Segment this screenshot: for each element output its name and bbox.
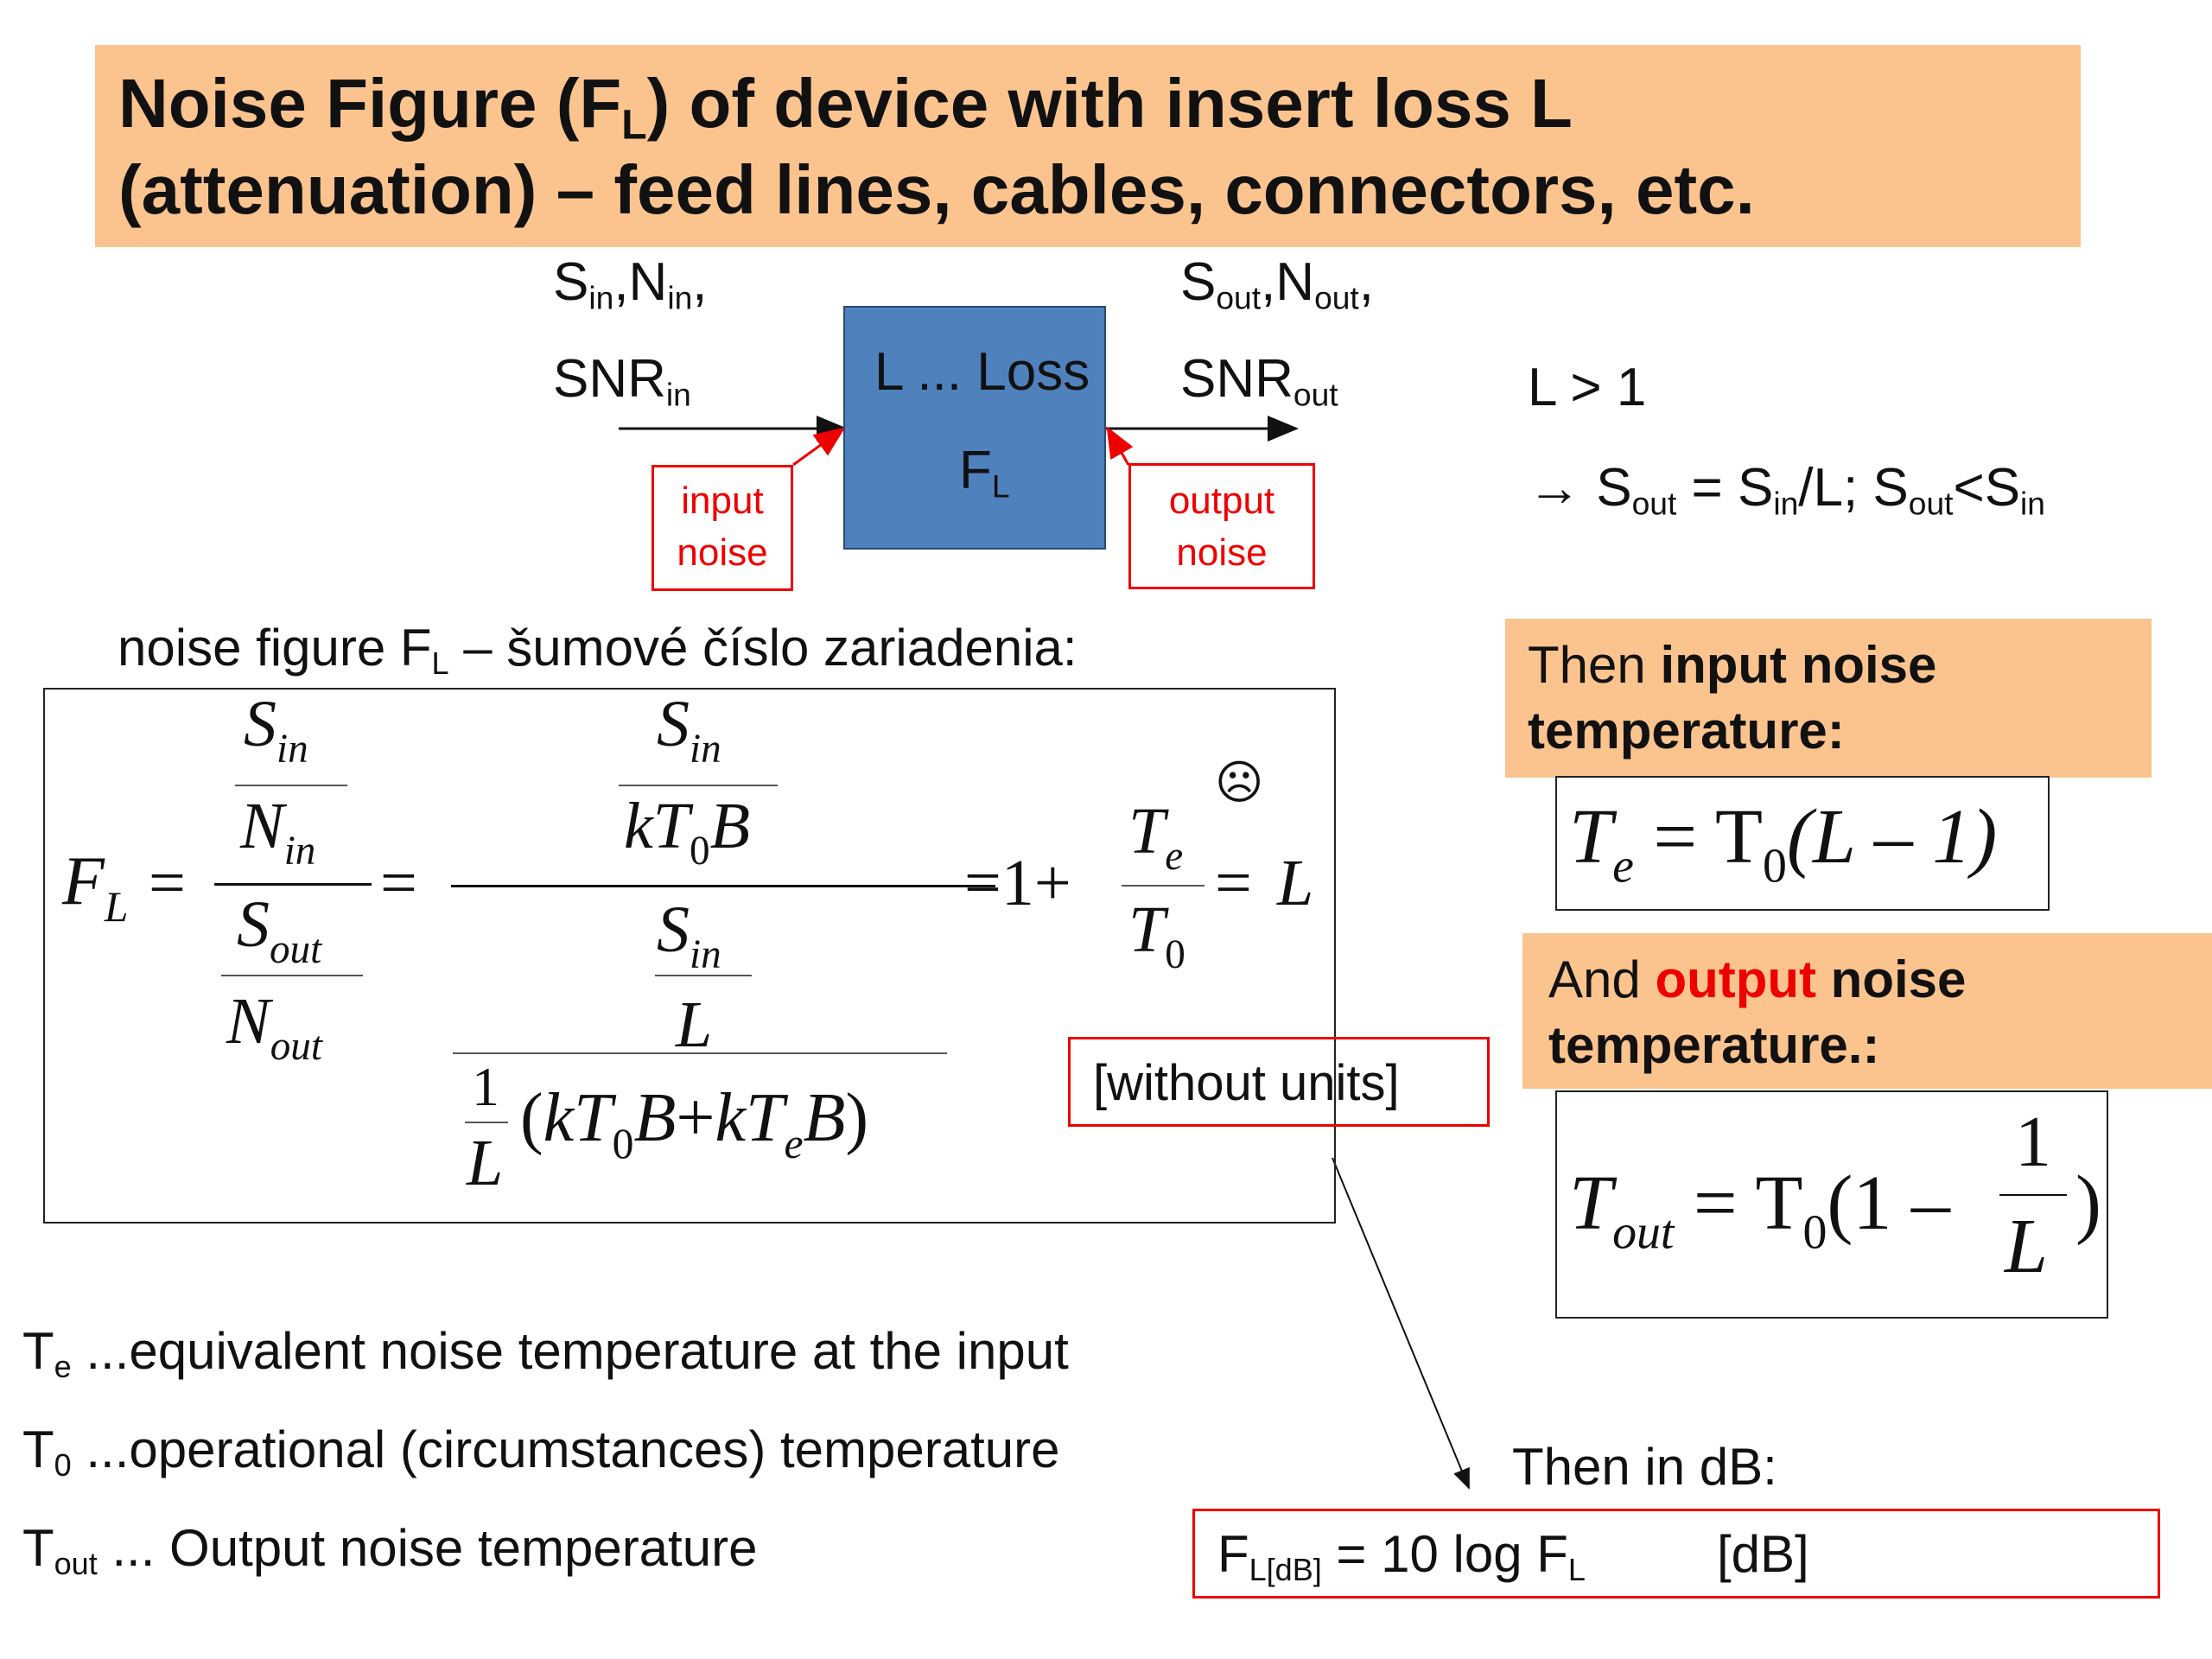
loss-block-f: FL [959,441,1010,505]
output-noise-arrow [1106,426,1134,466]
formula-l: L [1277,847,1314,919]
without-units-box: [without units] [1068,1037,1490,1127]
output-temp-formula: Tout = T0(1 – [1569,1160,1950,1260]
loss-block-label: L ... Loss [874,342,1090,402]
title-line-1: Noise Figure (FL) of device with insert … [118,65,1573,149]
frac2-s-in: Sin [657,688,721,772]
title-banner: Noise Figure (FL) of device with insert … [95,45,2081,247]
output-signal-label: Sout,Nout, [1180,252,1374,316]
db-heading: Then in dB: [1512,1438,1777,1496]
frac2-l: L [676,988,713,1061]
formula-eq-1: = [149,847,186,919]
title-line-2: (attenuation) – feed lines, cables, conn… [118,151,1755,228]
frac1-n-in: Nin [240,790,316,874]
noise-figure-label: noise figure FL – šumové číslo zariadeni… [118,619,1077,682]
frac1-s-out: Sout [237,888,322,972]
formula-eq-2: = [380,847,417,919]
input-temp-formula: Te = T0(L – 1) [1569,794,1998,893]
condition-l-gt-1: L > 1 [1528,358,1647,417]
legend-t0: T0 ...operational (circumstances) temper… [22,1421,1060,1484]
condition-sout: → Sout = Sin/L; Sout<Sin [1528,458,2045,522]
db-formula-box: FL[dB] = 10 log FL [dB] [1192,1509,2160,1599]
frac2-s-in-2: Sin [657,893,721,977]
formula-fl: FL [62,843,129,931]
frac2-kt0b: kT0B [624,790,750,874]
output-temp-formula-box: Tout = T0(1 – 1 L ) [1555,1090,2108,1319]
input-signal-label: Sin,Nin, [553,252,708,316]
output-noise-box: output noise [1128,463,1315,589]
frown-icon: ☹ [1215,755,1264,810]
output-temp-one: 1 [2015,1102,2051,1182]
frac2-one: 1 [472,1056,499,1117]
output-temp-l: L [2005,1204,2049,1289]
input-temp-banner: Then input noise temperature: [1505,619,2152,778]
frac2-sum: (kT0B+kTeB) [520,1080,868,1167]
input-noise-arrow [792,427,846,467]
frac1-s-in: Sin [244,688,308,772]
formula-box: FL = Sin Nin Sout Nout = Sin kT0B Sin L … [43,688,1336,1224]
output-temp-banner: And output noise temperature.: [1522,933,2212,1089]
formula-tail: =1+ [964,847,1071,919]
frac2-l-2: L [467,1127,504,1199]
frac1-n-out: Nout [226,985,322,1069]
db-pointer-arrow [1332,1157,1470,1490]
formula-eq-3: = [1215,847,1252,919]
legend-te: Te ...equivalent noise temperature at th… [22,1322,1069,1385]
input-noise-box: input noise [652,465,793,591]
legend-tout: Tout ... Output noise temperature [22,1519,758,1582]
loss-block: L ... Loss FL [843,306,1106,550]
output-temp-close: ) [2075,1160,2101,1246]
db-formula: FL[dB] = 10 log FL [1217,1525,1586,1588]
output-snr-label: SNRout [1180,349,1338,413]
tail-t0: T0 [1128,893,1185,977]
input-temp-formula-box: Te = T0(L – 1) [1555,776,2050,911]
db-unit: [dB] [1717,1525,1809,1583]
output-temp-line-1: And output noise [1548,950,1967,1008]
input-snr-label: SNRin [553,349,691,413]
tail-te: Te [1128,795,1184,879]
input-temp-line-1: Then input noise [1528,636,1937,694]
